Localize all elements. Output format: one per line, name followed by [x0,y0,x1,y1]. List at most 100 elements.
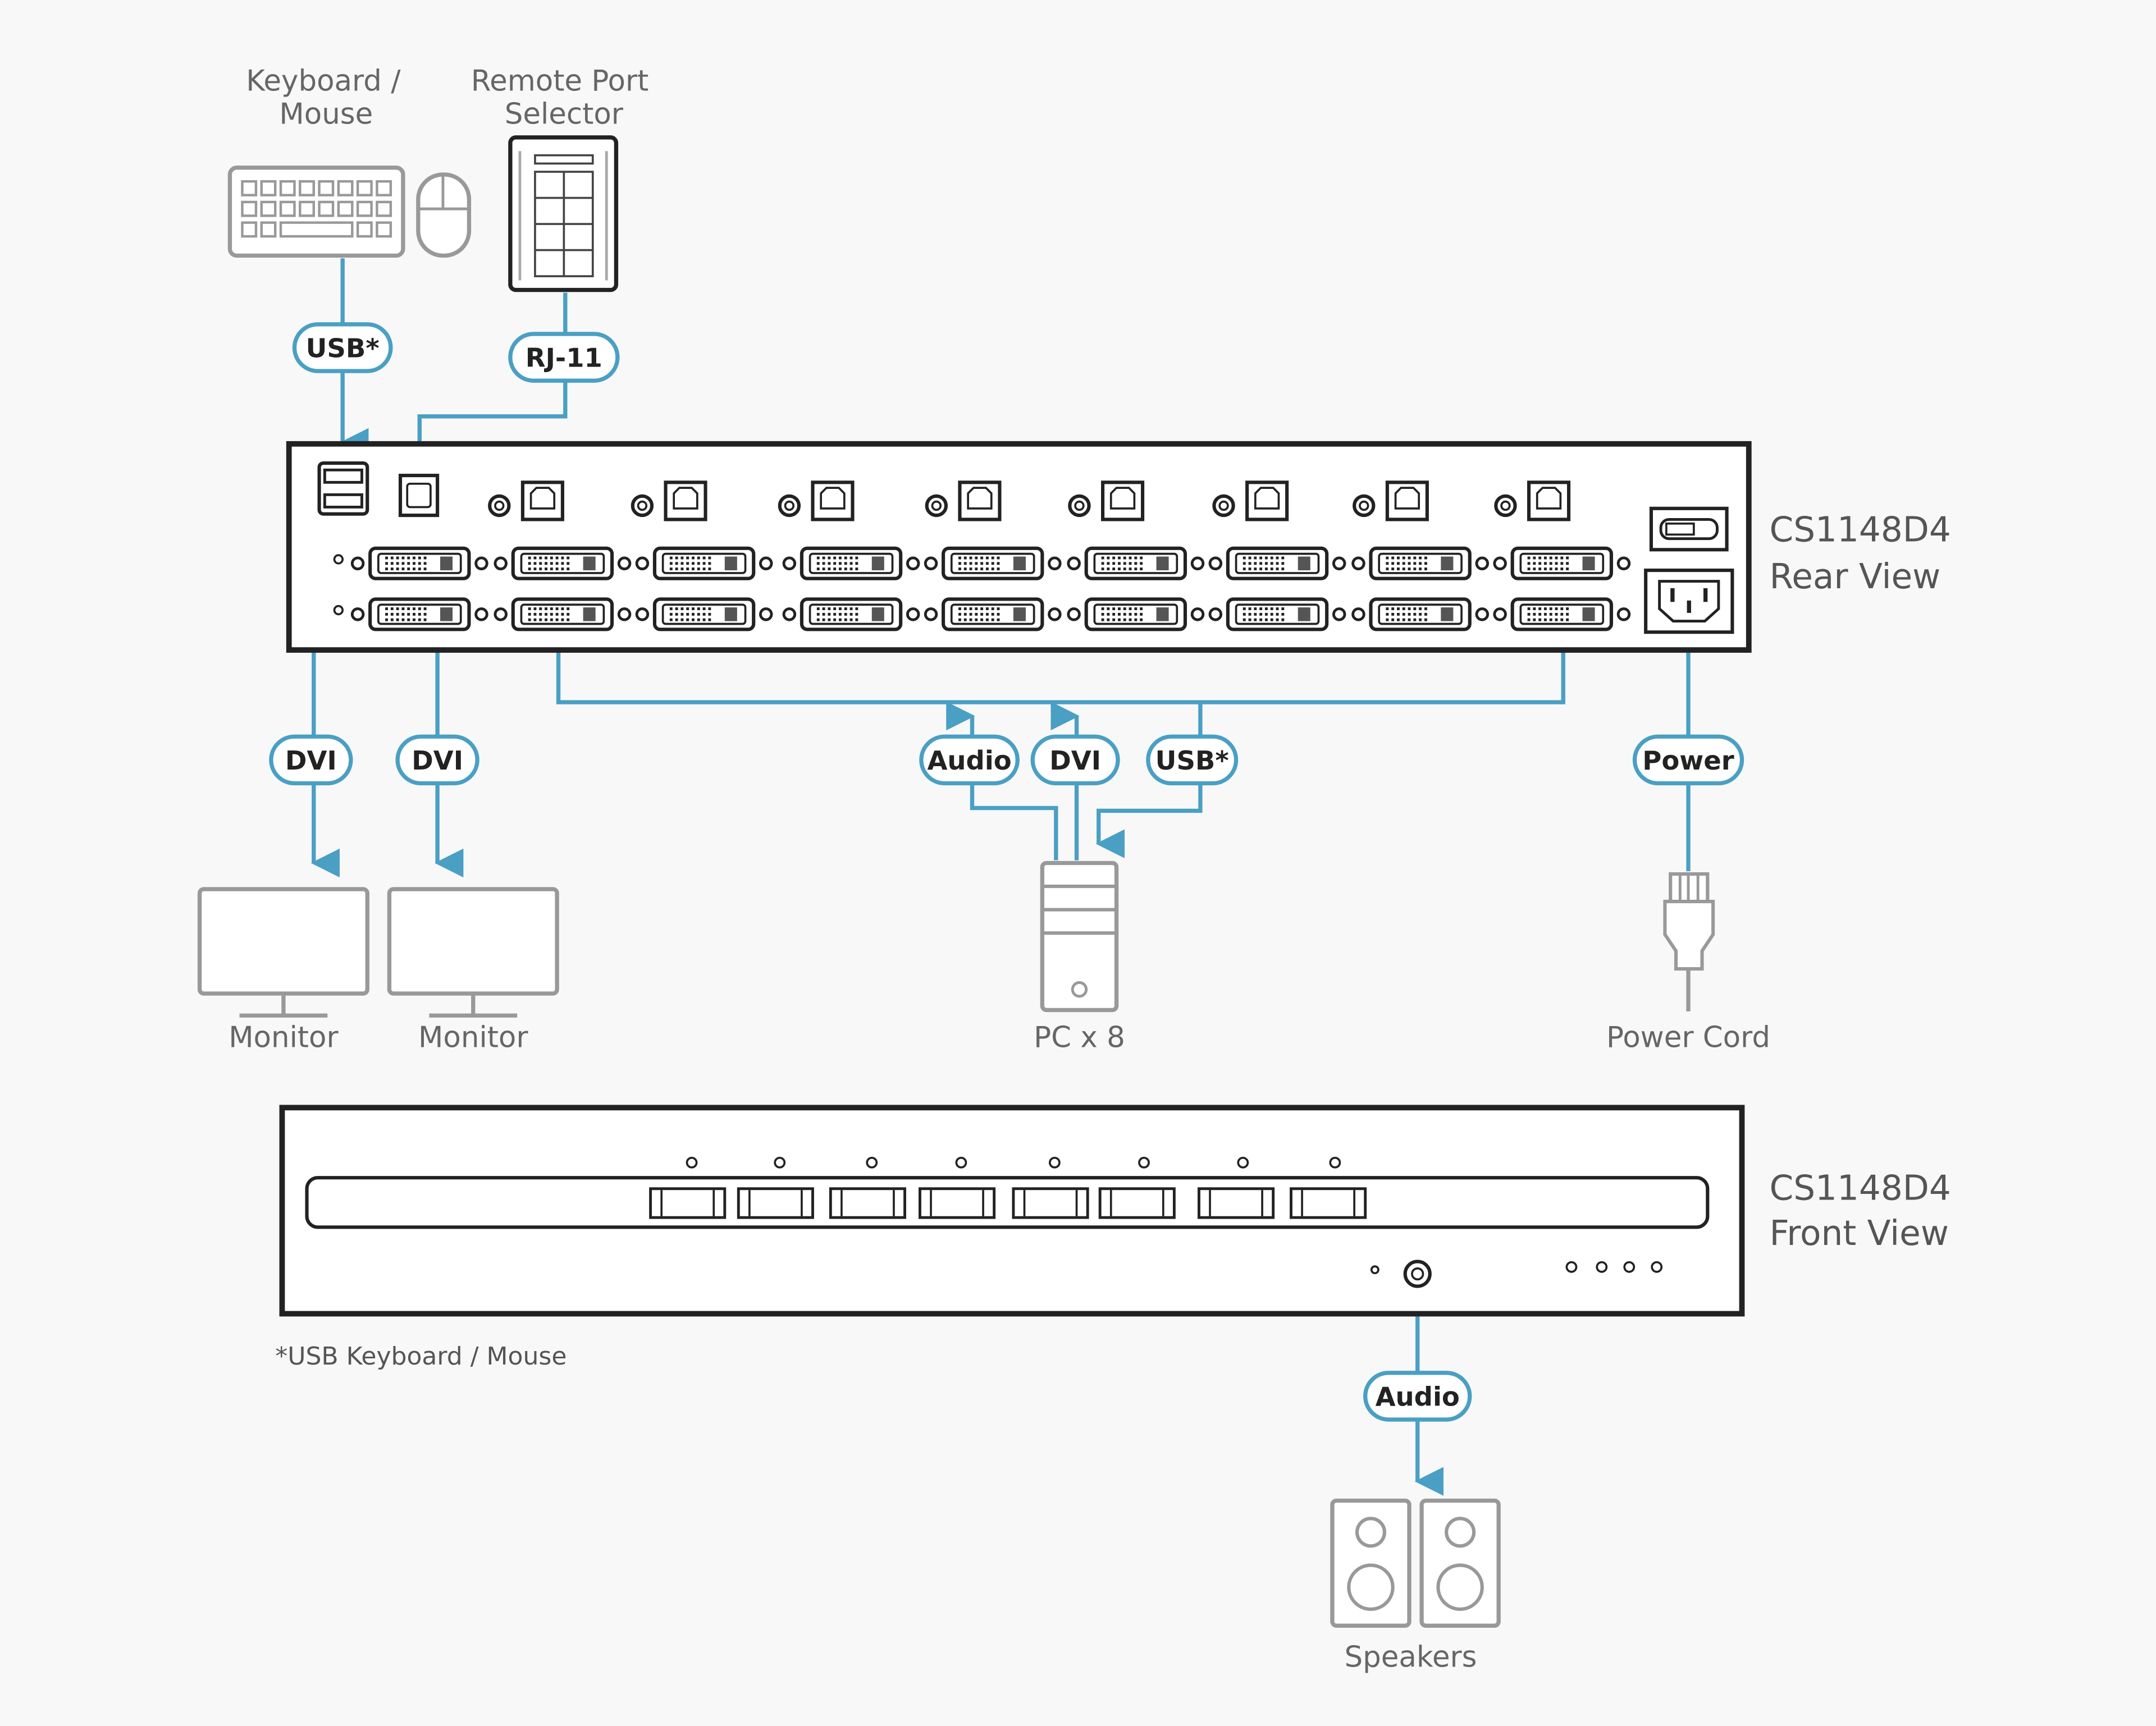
key [356,221,373,238]
pc-port-8-audio-usb [1494,480,1571,521]
key [299,200,315,217]
rear-model-label: CS1148D4 [1769,510,1951,550]
key [337,200,354,217]
dvi-port [1351,597,1490,631]
port-selection-button-1[interactable] [649,1187,727,1219]
key [376,180,392,196]
dvi-port [494,546,632,580]
cable-label-text: DVI [1049,745,1101,776]
port-led-5 [1048,1156,1061,1169]
pc-label: PC x 8 [1034,1021,1125,1055]
monitor-2-label: Monitor [418,1021,528,1055]
key [260,221,277,238]
power-plug-icon [1663,872,1715,971]
rear-panel [286,441,1752,653]
dvi-port [1493,546,1631,580]
port-led-4 [955,1156,967,1169]
monitor-2-icon [387,887,559,1018]
dvi-port [1493,597,1631,631]
speakers-icon [1330,1498,1501,1628]
key [260,200,277,217]
port-led-3 [866,1156,878,1169]
spacebar [279,221,354,238]
cable-label-rj11: RJ-11 [508,332,620,383]
key [376,221,392,238]
indicator-dot [1370,1265,1380,1275]
dvi-port [924,597,1062,631]
port-selection-button-7[interactable] [1197,1187,1275,1219]
pc-port-5-audio-usb [1068,480,1145,521]
cable-label-usb-pc: USB* [1146,734,1239,786]
status-led [1565,1261,1578,1273]
status-led [1651,1261,1663,1273]
cable-label-power: Power [1632,734,1744,786]
port-selection-button-3[interactable] [829,1187,906,1219]
dvi-port [350,546,488,580]
port-selection-button-8[interactable] [1290,1187,1367,1219]
key [337,180,354,196]
rear-view-label: Rear View [1769,557,1940,597]
pc-port-1-audio-usb [488,480,564,521]
power-switch [1649,506,1729,552]
power-cord-label: Power Cord [1606,1021,1770,1055]
port-selection-button-5[interactable] [1012,1187,1089,1219]
cable-label-dvi-pc: DVI [1030,734,1120,786]
cable-label-text: DVI [285,745,337,776]
cable-label-text: Power [1642,745,1734,776]
pc-port-4-audio-usb [925,480,1002,521]
key [318,180,335,196]
led [333,605,344,616]
dvi-port [1351,546,1490,580]
pc-port-2-audio-usb [631,480,707,521]
cable-label-text: USB* [306,333,380,364]
port-led-2 [774,1156,786,1169]
keyboard-mouse-label-2: Mouse [279,97,373,131]
cable-label-audio-pc: Audio [919,734,1020,786]
dvi-port [635,597,773,631]
key [241,180,258,196]
dvi-port [1067,597,1205,631]
speakers-label: Speakers [1345,1641,1477,1674]
key [376,200,392,217]
pc-port-6-audio-usb [1212,480,1289,521]
cable-label-text: Audio [927,745,1011,776]
port-led-1 [686,1156,698,1169]
front-model-label: CS1148D4 [1769,1168,1951,1208]
port-led-7 [1237,1156,1249,1169]
pc-tower-icon [1040,860,1119,1013]
dvi-port [494,597,632,631]
cable-label-text: DVI [412,745,463,776]
key [260,180,277,196]
status-led [1596,1261,1608,1273]
power-socket [1644,568,1734,634]
port-selection-button-6[interactable] [1098,1187,1176,1219]
remote-port-selector-label-2: Selector [505,97,624,131]
rj11-port [398,474,440,518]
cable-label-text: RJ-11 [526,343,602,373]
key [318,200,335,217]
pc-port-3-audio-usb [778,480,855,521]
keyboard-icon [227,166,405,258]
remote-port-selector-label-1: Remote Port [471,65,649,98]
port-led-6 [1138,1156,1150,1169]
port-led-8 [1329,1156,1341,1169]
status-led [1623,1261,1636,1273]
port-selection-button-4[interactable] [919,1187,996,1219]
audio-jack [1403,1260,1432,1288]
key [279,180,296,196]
cable-label-text: USB* [1155,745,1229,776]
pc-port-7-audio-usb [1353,480,1429,521]
dvi-port [924,546,1062,580]
port-selection-button-2[interactable] [737,1187,814,1219]
mouse-icon [416,172,472,258]
key [356,180,373,196]
dvi-port [1208,546,1346,580]
dvi-port [635,546,773,580]
key [279,200,296,217]
dvi-port [782,546,920,580]
monitor-1-label: Monitor [229,1021,339,1055]
cable-label-text: Audio [1376,1382,1460,1412]
dvi-port [782,597,920,631]
